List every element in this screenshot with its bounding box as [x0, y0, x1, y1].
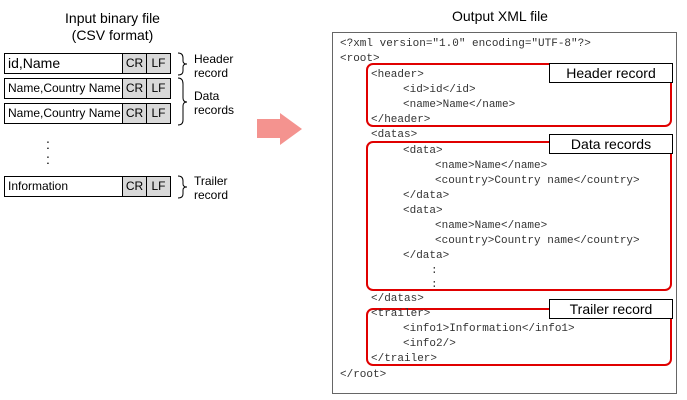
- xml-line: </datas>: [371, 293, 424, 305]
- trailer-record-label: Trailer record: [194, 174, 228, 202]
- data-records-label: Data records: [194, 89, 234, 117]
- lf-cell: LF: [146, 177, 170, 196]
- csv-data-row: Name,Country Name CR LF: [4, 78, 171, 99]
- cr-cell: CR: [122, 104, 146, 123]
- xml-line: <name>Name</name>: [403, 99, 516, 111]
- trailer-highlight-box: [366, 308, 672, 366]
- xml-line: <datas>: [371, 129, 418, 141]
- xml-line: <data>: [403, 145, 443, 157]
- xml-line: :: [431, 265, 438, 277]
- trailer-record-callout: Trailer record: [549, 299, 673, 319]
- output-file-title: Output XML file: [452, 8, 548, 24]
- cr-cell: CR: [122, 54, 146, 73]
- header-record-callout: Header record: [549, 63, 673, 83]
- input-title-line2: (CSV format): [71, 27, 154, 43]
- xml-line: :: [431, 279, 438, 291]
- cr-cell: CR: [122, 177, 146, 196]
- header-label-line2: record: [194, 66, 229, 80]
- brace-group: [177, 52, 188, 199]
- ellipsis-dot: :: [46, 136, 50, 152]
- csv-data-row: Name,Country Name CR LF: [4, 103, 171, 124]
- trailer-label-line1: Trailer: [194, 174, 228, 188]
- data-label-line2: records: [194, 103, 235, 117]
- arrow-shaft: [257, 119, 282, 138]
- data-records-callout: Data records: [549, 134, 673, 154]
- xml-line: <?xml version="1.0" encoding="UTF-8"?>: [340, 38, 591, 50]
- xml-line: <root>: [340, 53, 380, 65]
- xml-line: <info2/>: [403, 338, 456, 350]
- input-file-title: Input binary file (CSV format): [10, 10, 215, 44]
- input-title-line1: Input binary file: [65, 10, 160, 26]
- data-label-line1: Data: [194, 89, 220, 103]
- xml-line: <id>id</id>: [403, 84, 476, 96]
- xml-line: <trailer>: [371, 308, 431, 320]
- lf-cell: LF: [146, 104, 170, 123]
- csv-trailer-row: Information CR LF: [4, 176, 171, 197]
- csv-row-text: Information: [8, 179, 69, 193]
- xml-line: <info1>Information</info1>: [403, 323, 575, 335]
- xml-line: </header>: [371, 114, 431, 126]
- xml-line: <name>Name</name>: [435, 220, 548, 232]
- csv-row-text: id,Name: [8, 55, 61, 71]
- ellipsis-dot: :: [46, 151, 50, 167]
- trailer-brace-icon: [177, 175, 188, 199]
- csv-header-row: id,Name CR LF: [4, 53, 171, 74]
- data-brace-icon: [177, 77, 188, 126]
- csv-row-text: Name,Country Name: [8, 106, 121, 120]
- header-record-label: Header record: [194, 52, 233, 80]
- xml-line: <country>Country name</country>: [435, 175, 640, 187]
- xml-line: <header>: [371, 69, 424, 81]
- xml-line: </root>: [340, 369, 387, 381]
- xml-document: <?xml version="1.0" encoding="UTF-8"?> <…: [332, 32, 677, 394]
- header-label-line1: Header: [194, 52, 234, 66]
- xml-line: </data>: [403, 190, 450, 202]
- trailer-label-line2: record: [194, 188, 229, 202]
- xml-line: </data>: [403, 250, 450, 262]
- data-highlight-box: [366, 141, 672, 291]
- xml-line: <country>Country name</country>: [435, 235, 640, 247]
- xml-line: <name>Name</name>: [435, 160, 548, 172]
- csv-row-text: Name,Country Name: [8, 81, 121, 95]
- right-arrow-icon: [280, 113, 302, 145]
- cr-cell: CR: [122, 79, 146, 98]
- xml-line: </trailer>: [371, 353, 438, 365]
- header-brace-icon: [177, 52, 188, 76]
- lf-cell: LF: [146, 54, 170, 73]
- header-highlight-box: [366, 63, 672, 127]
- lf-cell: LF: [146, 79, 170, 98]
- xml-line: <data>: [403, 205, 443, 217]
